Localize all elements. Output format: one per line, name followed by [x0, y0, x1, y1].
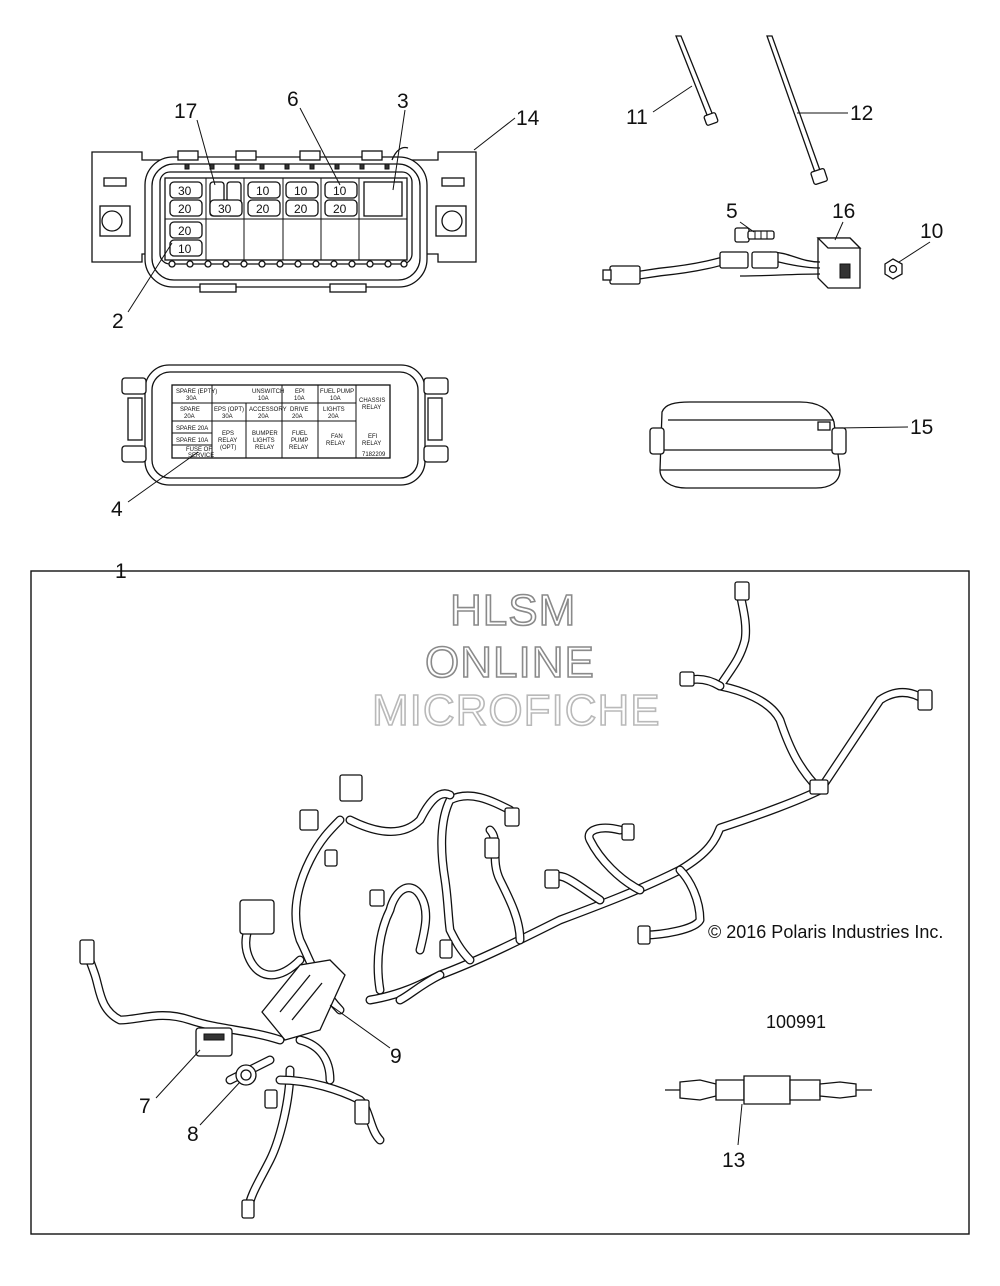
terminal-row — [168, 260, 408, 268]
label-drive-amp: 20A — [292, 414, 303, 420]
label-bumper-3: RELAY — [255, 445, 274, 451]
copyright-notice: © 2016 Polaris Industries Inc. — [708, 922, 943, 942]
inline-fuse-holder — [665, 1075, 872, 1105]
callout-1: 1 — [115, 560, 127, 583]
callout-14: 14 — [516, 107, 540, 130]
fuse-box-lid — [649, 401, 847, 489]
callout-10: 10 — [920, 220, 943, 243]
label-fuel-pump-amp: 10A — [330, 396, 341, 402]
housing-vent-slots — [184, 163, 390, 170]
label-fan-2: RELAY — [326, 441, 345, 447]
label-fpump-2: PUMP — [291, 438, 308, 444]
label-drive: DRIVE — [290, 407, 308, 413]
label-epi-amp: 10A — [294, 396, 305, 402]
callout-12: 12 — [850, 102, 873, 125]
callout-15: 15 — [910, 416, 933, 439]
leader-lines — [127, 85, 931, 1146]
label-unswitch: UNSWITCH — [252, 389, 284, 395]
fuse-label: 20 — [333, 202, 347, 216]
label-eps-relay-2: RELAY — [218, 438, 237, 444]
drawing-number: 100991 — [766, 1012, 826, 1032]
watermark-line3: MICROFICHE — [372, 686, 661, 735]
label-fuse-note-2: SERVICE — [188, 453, 214, 459]
cable-tie-large — [766, 35, 828, 185]
fuse-label: 20 — [294, 202, 308, 216]
fuse-label: 30 — [218, 202, 232, 216]
fuse-label: 10 — [333, 184, 347, 198]
relay-module-harness — [602, 237, 862, 289]
label-epi: EPI — [295, 389, 305, 395]
label-eps-relay: EPS — [222, 431, 234, 437]
callout-6: 6 — [287, 88, 299, 111]
label-fpump: FUEL — [292, 431, 308, 437]
callout-2: 2 — [112, 310, 124, 333]
fuse-label: 10 — [178, 242, 192, 256]
label-chassis: CHASSIS — [359, 398, 385, 404]
label-efi: EFI — [368, 434, 378, 440]
label-accessory: ACCESSORY — [249, 407, 287, 413]
callout-5: 5 — [726, 200, 738, 223]
fuse-label: 10 — [256, 184, 270, 198]
label-fpump-3: RELAY — [289, 445, 308, 451]
label-spare2: SPARE 20A — [176, 426, 208, 432]
label-chassis-relay: RELAY — [362, 405, 381, 411]
fuse-label: 30 — [178, 184, 192, 198]
label-eps-opt: EPS (OPT) — [214, 407, 244, 413]
fuse-label: 20 — [178, 202, 192, 216]
callout-17: 17 — [174, 100, 197, 123]
callout-9: 9 — [390, 1045, 402, 1068]
label-fuse-note: FUSE OF — [186, 447, 212, 453]
watermark-line2: ONLINE — [425, 638, 595, 687]
label-spare-epty: SPARE (EPTY) — [176, 389, 217, 395]
label-spare1: SPARE — [180, 407, 200, 413]
fuse-label: 10 — [294, 184, 308, 198]
label-fuel-pump: FUEL PUMP — [320, 389, 354, 395]
main-wiring-harness — [79, 581, 933, 1219]
label-spare1-amp: 20A — [184, 414, 195, 420]
cable-tie-small — [675, 35, 719, 126]
label-eps-relay-3: (OPT) — [220, 445, 236, 451]
label-spare-epty-amp: 30A — [186, 396, 197, 402]
label-part-no: 7182209 — [362, 452, 386, 458]
bolt — [734, 227, 775, 243]
callout-3: 3 — [397, 90, 409, 113]
label-spare3: SPARE 10A — [176, 438, 208, 444]
callout-11: 11 — [626, 106, 648, 129]
label-eps-opt-amp: 30A — [222, 414, 233, 420]
fuse-label: 20 — [256, 202, 270, 216]
fuse-label: 20 — [178, 224, 192, 238]
callout-16: 16 — [832, 200, 855, 223]
callout-13: 13 — [722, 1149, 745, 1172]
nut — [884, 258, 903, 280]
label-bumper-2: LIGHTS — [253, 438, 275, 444]
label-lights-amp: 20A — [328, 414, 339, 420]
fuse-row-3: 20 10 — [169, 221, 203, 257]
harness-frame — [30, 570, 970, 1235]
fuse-row-2: 20 30 20 20 20 — [169, 199, 358, 217]
callout-8: 8 — [187, 1123, 199, 1146]
fuse-box-cover: SPARE (EPTY) 30A UNSWITCH 10A EPI 10A FU… — [121, 364, 449, 486]
label-unswitch-amp: 10A — [258, 396, 269, 402]
callout-4: 4 — [111, 498, 123, 521]
watermark-line1: HLSM — [450, 586, 576, 635]
callout-7: 7 — [139, 1095, 151, 1118]
label-accessory-amp: 20A — [258, 414, 269, 420]
label-fan: FAN — [331, 434, 343, 440]
label-lights: LIGHTS — [323, 407, 345, 413]
label-efi-2: RELAY — [362, 441, 381, 447]
callout-numbers: 1 2 3 4 5 6 7 8 9 10 11 12 13 14 15 16 1… — [111, 88, 943, 1172]
label-bumper: BUMPER — [252, 431, 278, 437]
fuse-box-assembly: 30 10 10 10 20 30 20 20 20 20 — [91, 146, 477, 293]
